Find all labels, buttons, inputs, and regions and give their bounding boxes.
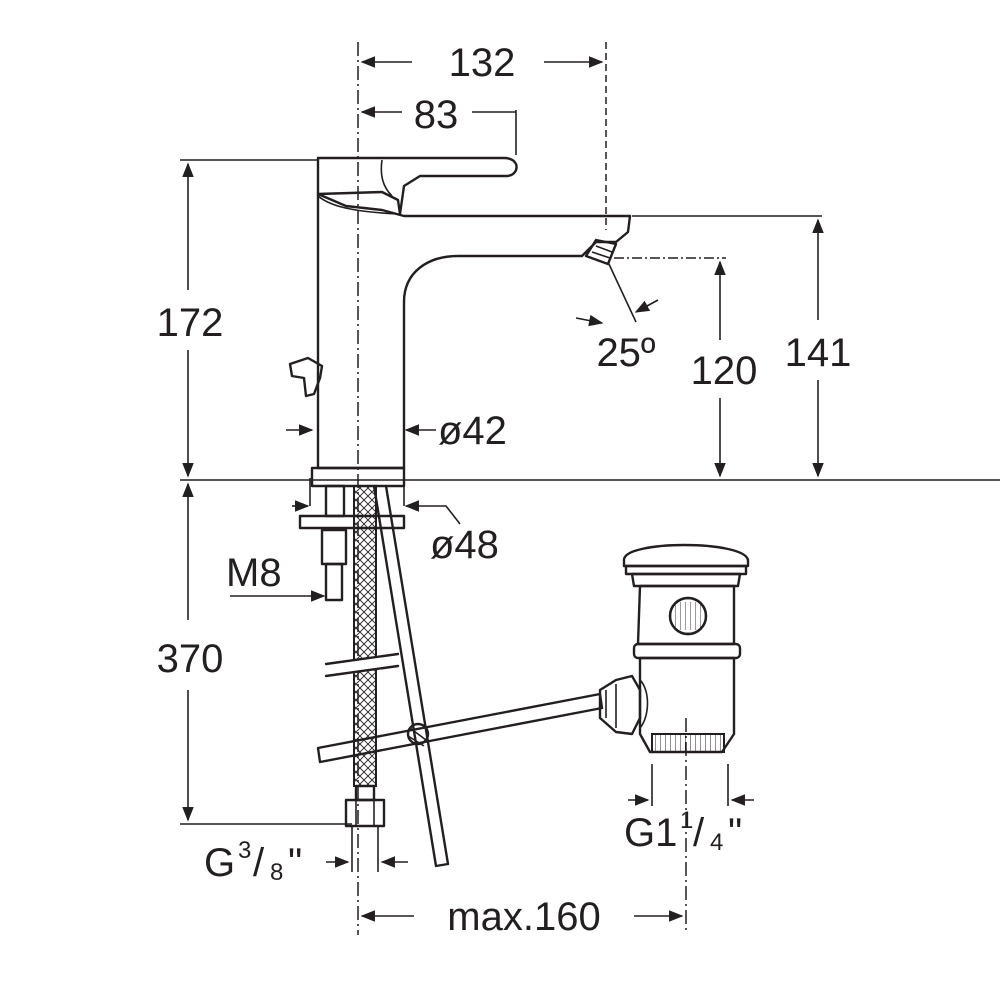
popup-tube: [372, 484, 450, 868]
mounting-plate: [298, 514, 406, 530]
break-line-top: [324, 652, 400, 666]
svg-text:4: 4: [710, 829, 723, 856]
plug-cap: [622, 543, 750, 568]
body-shading: [317, 195, 401, 215]
dim-370-label: 370: [157, 637, 224, 681]
dim-120-label: 120: [691, 349, 758, 393]
dim-m8-label: M8: [226, 551, 282, 595]
flange: [630, 572, 742, 588]
linkage-rod: [316, 692, 604, 764]
stud-m8: [324, 562, 344, 602]
waste-valve: [598, 543, 750, 754]
faucet-body: [288, 156, 632, 488]
dim-d48-label: ø48: [430, 523, 499, 567]
angle-label: 25º: [596, 331, 655, 375]
hose-nut-g38: [344, 798, 386, 828]
tail-thread: [651, 733, 725, 753]
mounting-hardware: [298, 484, 406, 602]
svg-text:G1: G1: [624, 811, 677, 855]
rod-connector-nut: [598, 674, 642, 736]
svg-text:/: /: [693, 811, 705, 855]
angle-arrow-left: [575, 314, 604, 327]
svg-text:": ": [728, 811, 742, 855]
rod-clamp: [406, 722, 430, 746]
svg-text:G: G: [204, 841, 235, 885]
lever-handle: [316, 156, 518, 216]
break-line-bottom: [324, 664, 400, 678]
stud-nut: [320, 528, 348, 566]
thread-label-g38: G 3 / 8 ": [204, 837, 302, 886]
dim-d42-label: ø42: [438, 409, 507, 453]
lock-nut: [632, 642, 742, 660]
popup-rod: [316, 692, 604, 764]
dim-132-label: 132: [449, 41, 516, 85]
center-lines: [357, 42, 687, 935]
svg-text:1: 1: [680, 807, 693, 834]
popup-knob: [288, 356, 324, 398]
dim-d48-leader: [404, 500, 461, 525]
aerator: [584, 238, 618, 266]
angle-line: [607, 261, 637, 323]
dim-172-label: 172: [157, 301, 224, 345]
stud-top: [324, 484, 346, 518]
dim-83-label: 83: [414, 93, 459, 137]
lever-shading: [380, 159, 393, 197]
faucet-spout: [316, 192, 632, 470]
extension-lines: [180, 110, 1000, 872]
svg-text:/: /: [253, 841, 265, 885]
svg-text:3: 3: [238, 837, 251, 864]
angle-arrow-right: [634, 299, 659, 313]
thread-label-g114: G1 1 / 4 ": [624, 807, 742, 856]
svg-text:8: 8: [270, 859, 283, 886]
dim-max160-label: max.160: [447, 895, 600, 939]
dimension-lines: [182, 56, 824, 922]
dim-141-label: 141: [785, 331, 852, 375]
dimension-labels: 132 83 172 141 120 25º ø42 ø48 M8 370 ma…: [157, 41, 852, 939]
svg-text:": ": [288, 841, 302, 885]
supply-hoses: [324, 484, 450, 868]
